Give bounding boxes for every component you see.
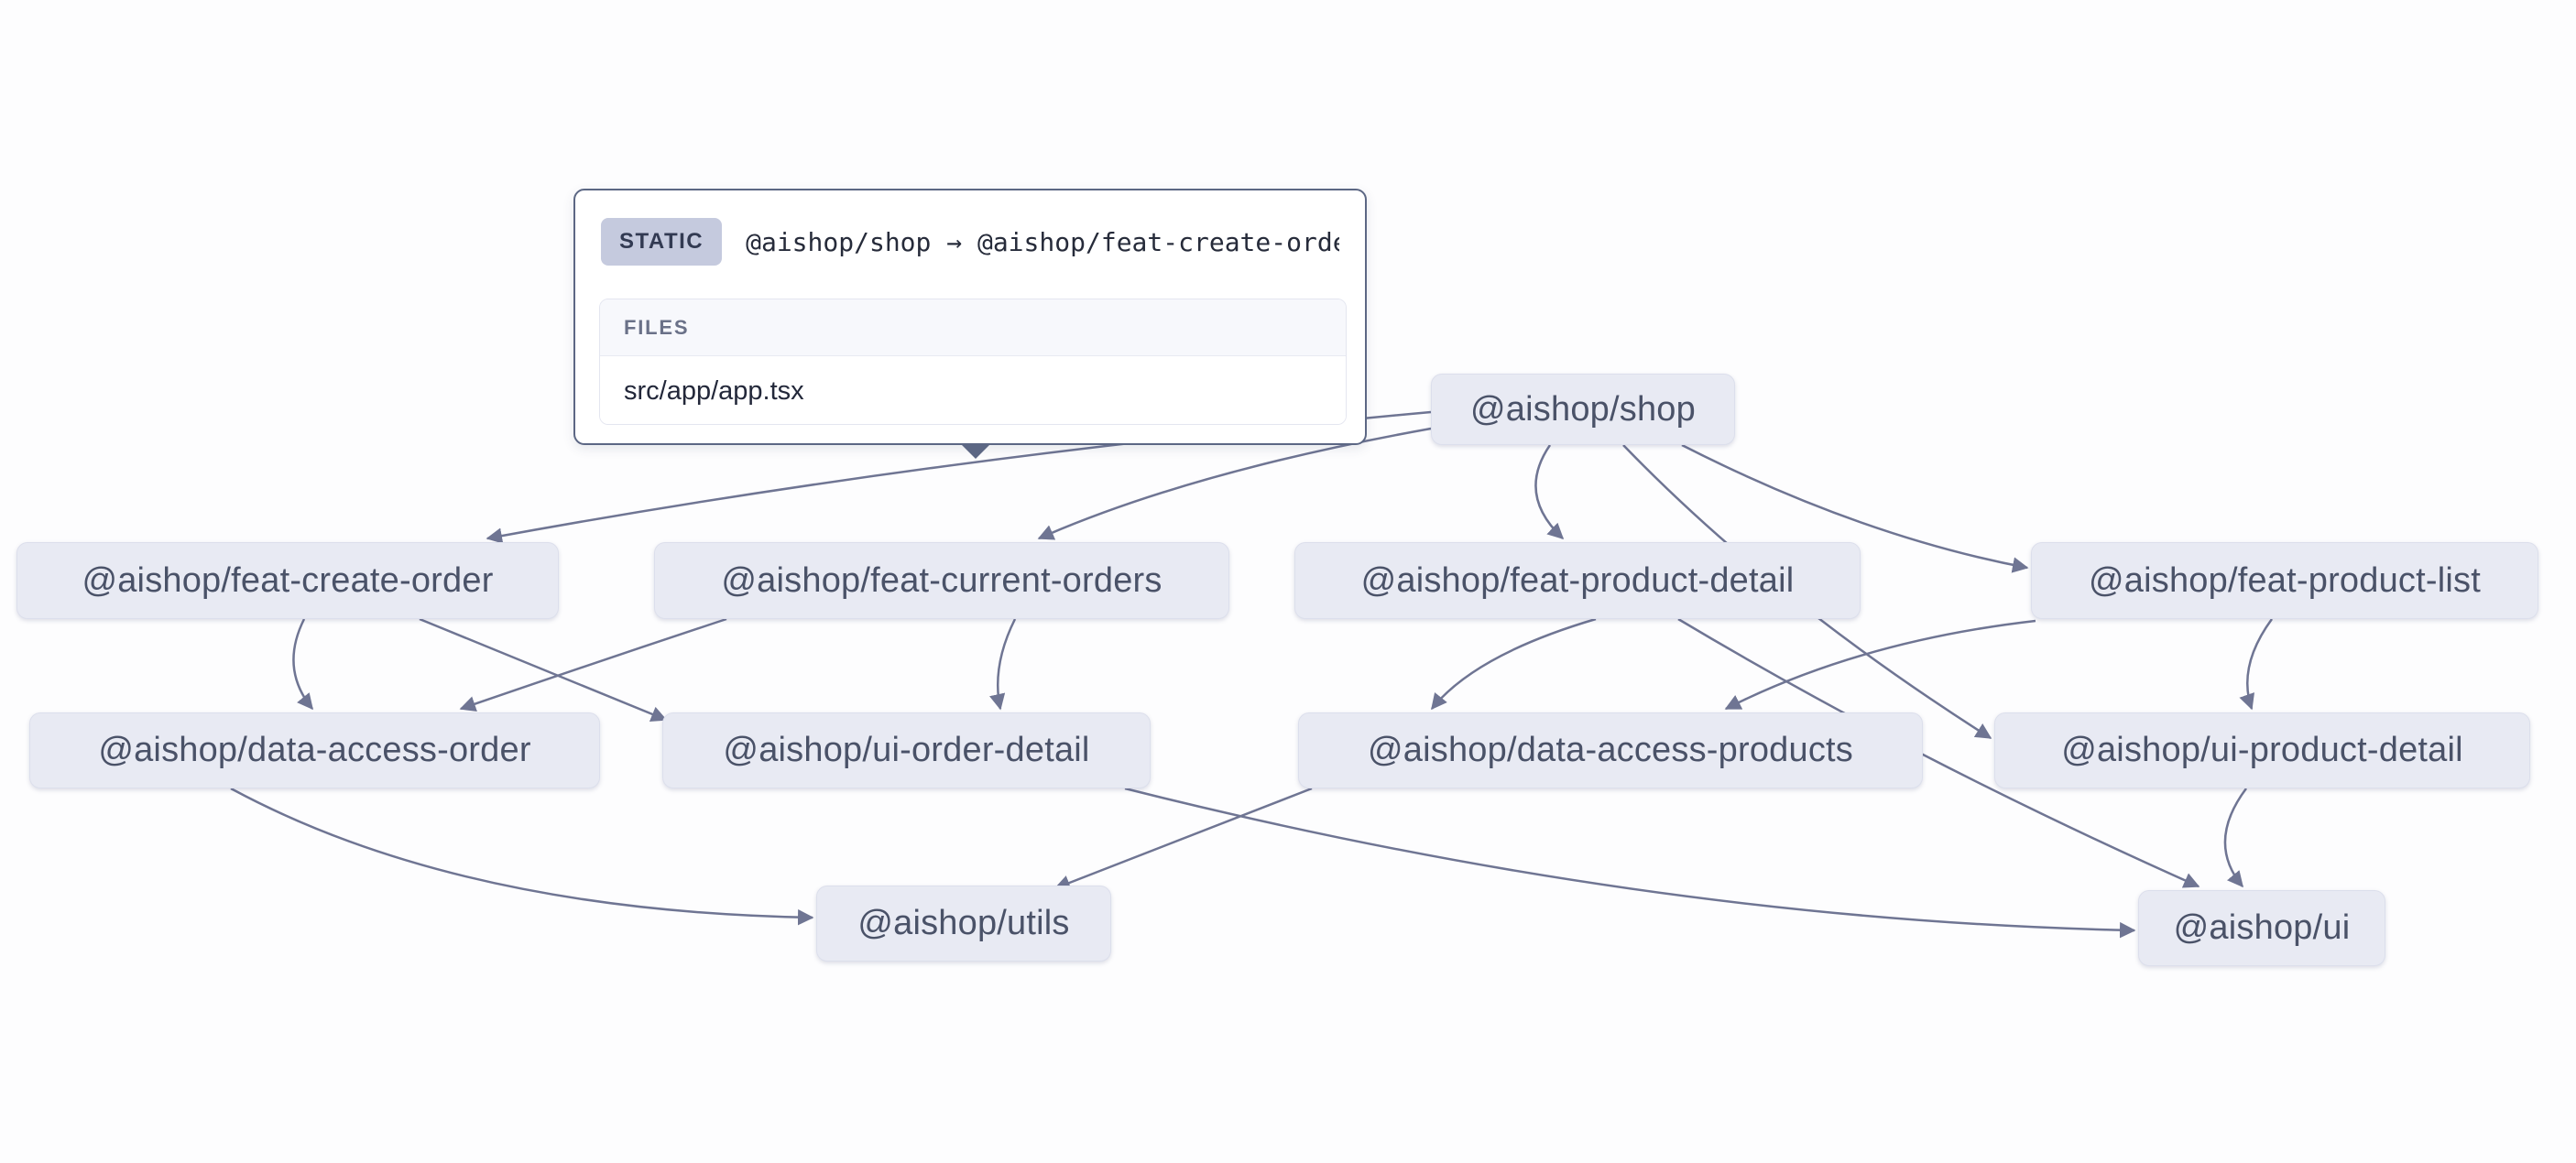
tooltip-header: STATIC @aishop/shop → @aishop/feat-creat… — [575, 190, 1365, 266]
files-header-label: FILES — [600, 299, 1346, 356]
edge-aishop-shop-to-aishop-feat-product-list[interactable] — [1681, 443, 2029, 573]
edge-type-badge: STATIC — [601, 218, 723, 266]
edge-aishop-feat-product-list-to-aishop-data-access-products[interactable] — [1724, 619, 2036, 711]
edge-aishop-feat-create-order-to-aishop-ui-order-detail[interactable] — [419, 617, 668, 723]
edge-aishop-feat-create-order-to-aishop-data-access-order[interactable] — [292, 618, 313, 711]
node-aishop-feat-product-list[interactable]: @aishop/feat-product-list — [2031, 542, 2538, 619]
node-aishop-ui[interactable]: @aishop/ui — [2138, 890, 2385, 966]
node-aishop-ui-order-detail[interactable]: @aishop/ui-order-detail — [662, 712, 1151, 788]
edge-aishop-ui-order-detail-to-aishop-ui[interactable] — [1124, 787, 2136, 939]
edge-aishop-feat-product-detail-to-aishop-ui[interactable] — [1677, 617, 2200, 888]
edge-aishop-feat-product-detail-to-aishop-data-access-products[interactable] — [1431, 617, 1597, 711]
node-aishop-feat-create-order[interactable]: @aishop/feat-create-order — [16, 542, 559, 619]
edge-aishop-shop-to-aishop-feat-current-orders[interactable] — [1037, 427, 1432, 540]
node-aishop-ui-product-detail[interactable]: @aishop/ui-product-detail — [1994, 712, 2530, 788]
tooltip-caret-icon — [960, 443, 991, 459]
node-aishop-utils[interactable]: @aishop/utils — [816, 886, 1111, 962]
node-aishop-data-access-products[interactable]: @aishop/data-access-products — [1298, 712, 1923, 788]
edge-tooltip: STATIC @aishop/shop → @aishop/feat-creat… — [573, 189, 1367, 459]
edge-aishop-feat-current-orders-to-aishop-data-access-order[interactable] — [459, 617, 727, 712]
edge-aishop-shop-to-aishop-feat-product-detail[interactable] — [1534, 444, 1565, 540]
edge-title: @aishop/shop → @aishop/feat-create-order — [746, 226, 1339, 257]
files-card: FILES src/app/app.tsx — [599, 299, 1347, 425]
edge-aishop-data-access-order-to-aishop-utils[interactable] — [230, 787, 814, 926]
edge-aishop-feat-product-list-to-aishop-ui-product-detail[interactable] — [2239, 618, 2274, 711]
edge-aishop-data-access-products-to-aishop-utils[interactable] — [1053, 787, 1313, 891]
edge-aishop-feat-current-orders-to-aishop-ui-order-detail[interactable] — [989, 618, 1017, 711]
file-row: src/app/app.tsx — [600, 356, 1346, 424]
node-aishop-feat-current-orders[interactable]: @aishop/feat-current-orders — [654, 542, 1229, 619]
node-aishop-feat-product-detail[interactable]: @aishop/feat-product-detail — [1294, 542, 1861, 619]
node-aishop-shop[interactable]: @aishop/shop — [1431, 374, 1735, 445]
edge-aishop-ui-product-detail-to-aishop-ui[interactable] — [2223, 788, 2248, 888]
node-aishop-data-access-order[interactable]: @aishop/data-access-order — [29, 712, 600, 788]
